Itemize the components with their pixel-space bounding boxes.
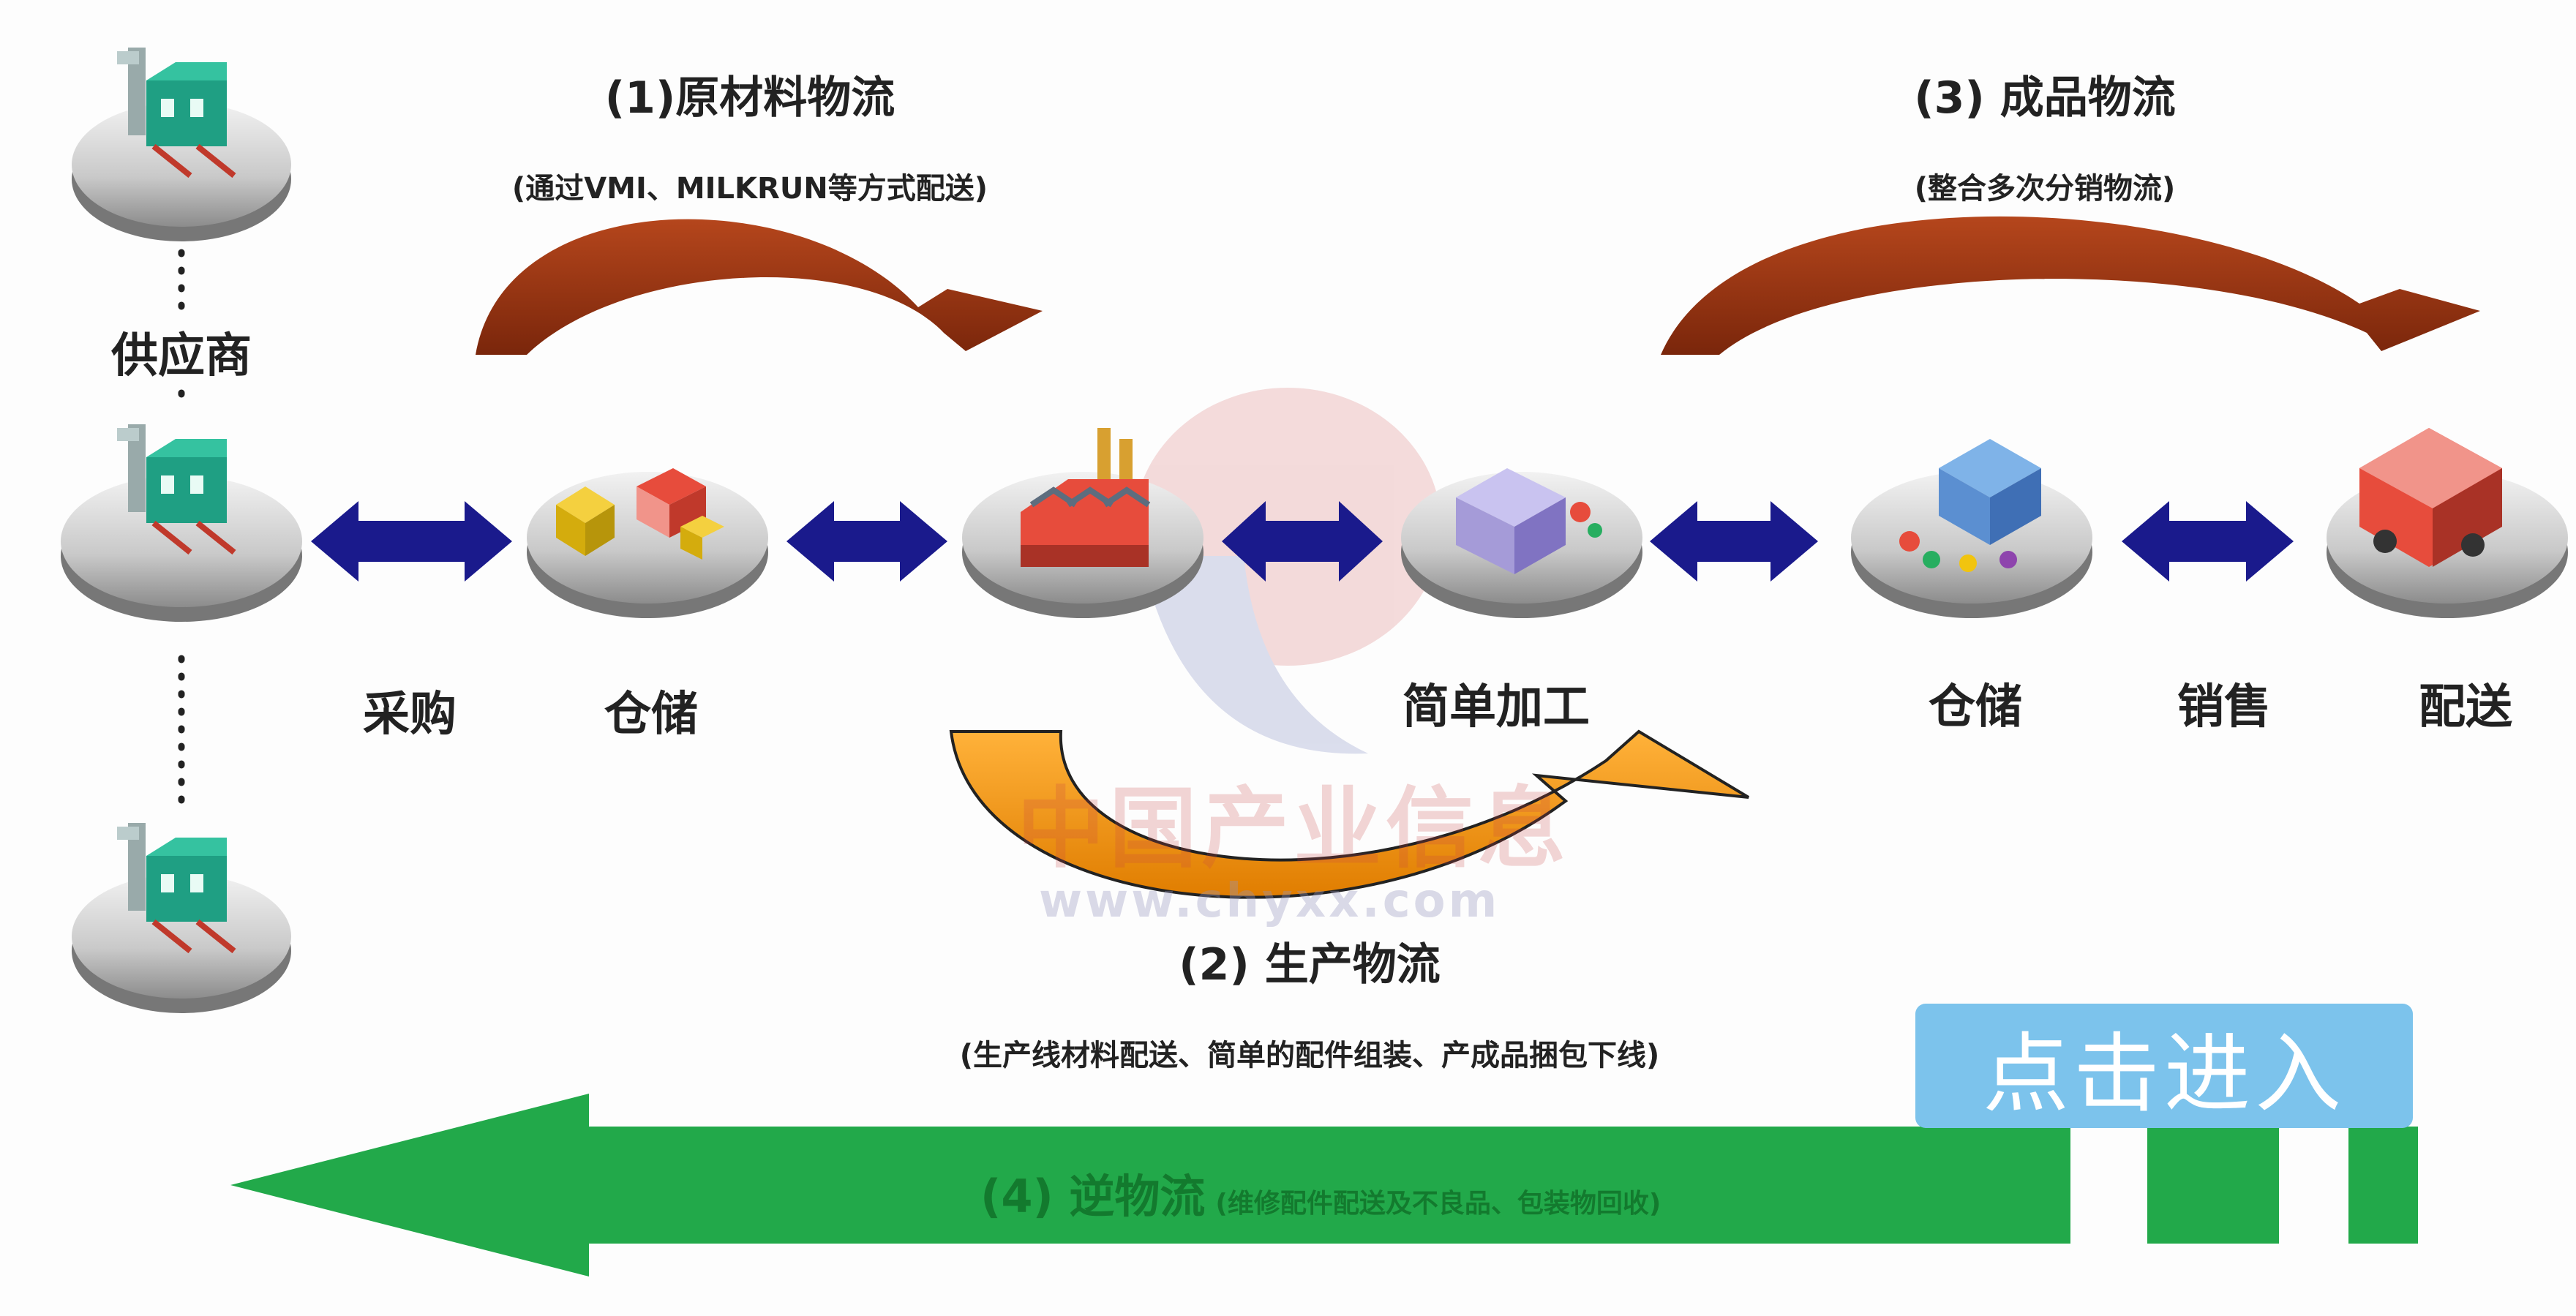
- purchase-label: 采购: [363, 688, 457, 742]
- watermark-url: www.chyxx.com: [1039, 874, 1501, 928]
- plant-icon: [1021, 428, 1151, 567]
- raw-material-flow-title: (1)原材料物流: [604, 72, 895, 124]
- supplier-disc-top: [72, 102, 291, 241]
- factory-icon: [117, 823, 236, 954]
- enter-button[interactable]: 点击进入: [1915, 1004, 2413, 1128]
- double-arrow-5: [2122, 501, 2294, 582]
- machine-icon: [1456, 468, 1602, 574]
- finished-goods-arrow: [1661, 216, 2480, 355]
- warehouse-icon: [1899, 439, 2041, 572]
- boxes-icon: [556, 468, 724, 560]
- raw-material-arrow: [476, 219, 1043, 355]
- double-arrow-3: [1222, 501, 1383, 582]
- double-arrow-1: [311, 501, 512, 582]
- raw-material-flow-subtitle: (通过VMI、MILKRUN等方式配送): [511, 172, 988, 206]
- finished-goods-flow-title: (3) 成品物流: [1914, 72, 2176, 124]
- supplier-label: 供应商: [107, 318, 256, 386]
- production-flow-title: (2) 生产物流: [1179, 939, 1441, 990]
- factory-icon: [117, 48, 236, 178]
- factory-icon: [117, 424, 236, 555]
- reverse-flow-arrow: [230, 1094, 2418, 1276]
- double-arrow-2: [786, 501, 947, 582]
- production-arrow: [949, 729, 1750, 899]
- production-flow-subtitle: (生产线材料配送、简单的配件组装、产成品捆包下线): [959, 1039, 1660, 1072]
- sales-label: 销售: [2177, 680, 2271, 734]
- reverse-flow-title: (4) 逆物流: [980, 1170, 1206, 1223]
- finished-goods-flow-subtitle: (整合多次分销物流): [1914, 172, 2176, 206]
- truck-icon: [2359, 428, 2502, 567]
- storage-label-1: 仓储: [604, 688, 698, 742]
- reverse-flow-label: (4) 逆物流 (维修配件配送及不良品、包装物回收): [980, 1159, 1661, 1225]
- delivery-label: 配送: [2419, 680, 2512, 734]
- watermark-text: 中国产业信息: [1017, 778, 1570, 880]
- supplier-disc-bottom: [72, 874, 291, 1013]
- reverse-flow-subtitle: (维修配件配送及不良品、包装物回收): [1215, 1189, 1661, 1219]
- storage-label-2: 仓储: [1929, 680, 2022, 734]
- supplier-disc-middle: [61, 475, 302, 622]
- double-arrow-4: [1650, 501, 1818, 582]
- processing-label: 简单加工: [1402, 680, 1590, 734]
